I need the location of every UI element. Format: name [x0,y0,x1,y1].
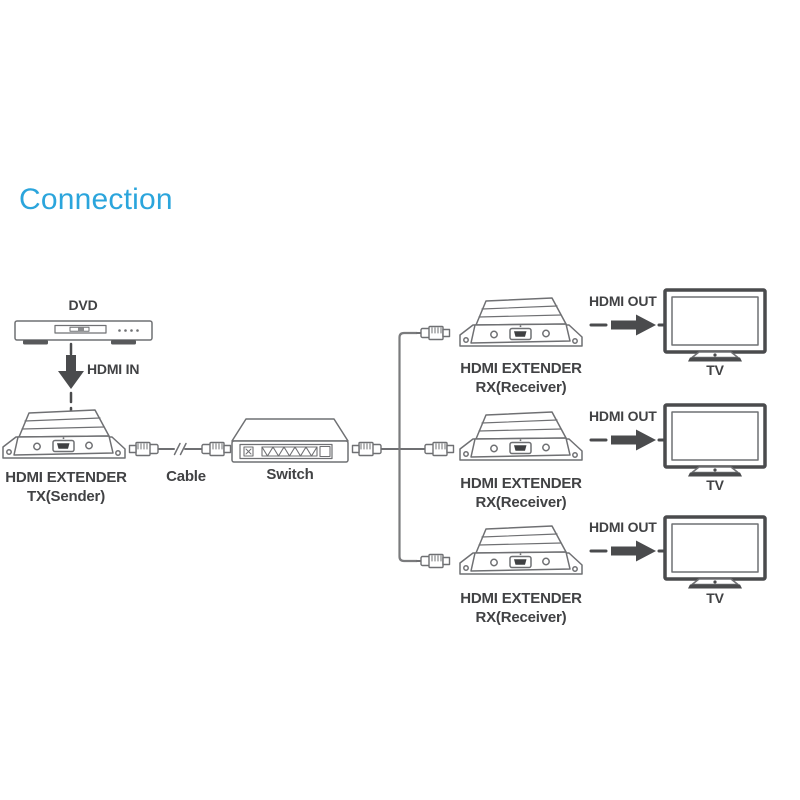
ethernet-cable-icon [351,441,422,457]
network-switch-icon [231,418,349,463]
hdmi-out-label: HDMI OUT [589,519,657,535]
hdmi-out-arrow-icon [589,539,674,563]
rj45-connector-icon [197,441,232,457]
tx-extender-label-line2: TX(Sender) [26,488,105,505]
hdmi-out-arrow-icon [589,428,674,452]
tv-label: TV [706,477,724,493]
tv-icon [663,515,767,591]
tv-icon [663,288,767,364]
page-title: Connection [19,183,173,216]
rj45-connector-icon [416,553,451,569]
tv-label: TV [706,590,724,606]
dvd-player-icon [14,320,153,345]
rx-extender-label-line2: RX(Receiver) [475,494,567,511]
rx-extender-label-line2: RX(Receiver) [475,609,567,626]
rj45-connector-icon [420,441,455,457]
hdmi-out-arrow-icon [589,313,674,337]
hdmi-extender-rx-icon [459,411,583,461]
tv-icon [663,403,767,479]
hdmi-out-label: HDMI OUT [589,408,657,424]
cable-label: Cable [166,468,206,485]
switch-label: Switch [266,466,314,483]
rj45-connector-icon [128,441,163,457]
rx-extender-label-line1: HDMI EXTENDER [460,475,582,492]
cable-trunk-line [398,331,419,563]
rx-extender-label-line2: RX(Receiver) [475,379,567,396]
rj45-connector-icon [351,441,386,457]
rj45-connector-icon [416,325,451,341]
hdmi-extender-tx-icon [2,409,126,459]
dvd-label: DVD [68,297,98,313]
hdmi-extender-rx-icon [459,525,583,575]
tv-label: TV [706,362,724,378]
tx-extender-label-line1: HDMI EXTENDER [5,469,127,486]
rx-extender-label-line1: HDMI EXTENDER [460,590,582,607]
hdmi-out-label: HDMI OUT [589,293,657,309]
ethernet-cable-icon [128,441,232,457]
hdmi-in-arrow-icon [58,342,84,414]
hdmi-in-label: HDMI IN [87,361,140,377]
rx-extender-label-line1: HDMI EXTENDER [460,360,582,377]
hdmi-extender-rx-icon [459,297,583,347]
